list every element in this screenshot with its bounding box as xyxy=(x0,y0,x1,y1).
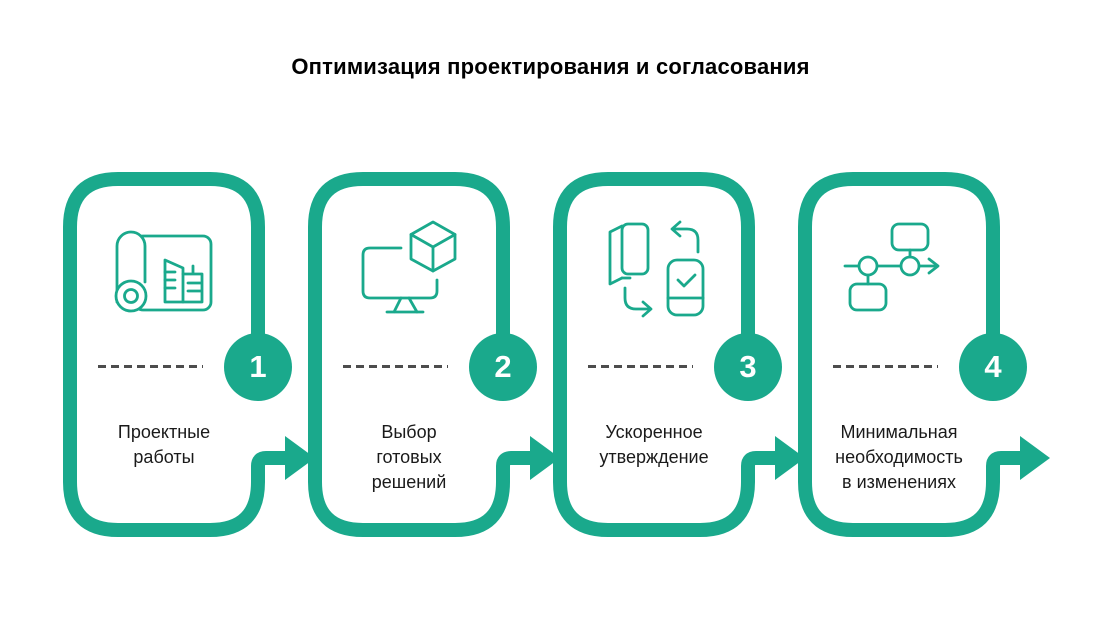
step-card-1: 1 Проектные работы xyxy=(63,172,315,562)
step-number-circle xyxy=(224,333,292,401)
step-label: Ускоренное утверждение xyxy=(599,422,709,467)
flowchart-icon xyxy=(843,222,940,312)
step-number-badge: 3 xyxy=(739,349,757,384)
step-label: Проектные работы xyxy=(117,422,211,467)
card-border-arrow xyxy=(63,172,315,537)
step-separator-dashes xyxy=(343,365,448,368)
document-sync-approval-icon xyxy=(608,220,705,318)
step-number-circle xyxy=(469,333,537,401)
step-separator-dashes xyxy=(98,365,203,368)
next-step-arrow-icon xyxy=(285,436,315,480)
card-border-arrow xyxy=(308,172,560,537)
step-separator-dashes xyxy=(588,365,693,368)
step-number-circle xyxy=(959,333,1027,401)
blueprint-roll-icon xyxy=(114,230,213,313)
step-separator-dashes xyxy=(833,365,938,368)
step-number-badge: 1 xyxy=(249,349,267,384)
page-title: Оптимизация проектирования и согласовани… xyxy=(291,54,810,79)
step-number-badge: 2 xyxy=(494,349,512,384)
monitor-cube-icon xyxy=(361,220,457,314)
step-card-3: 3 Ускоренное утверждение xyxy=(553,172,805,562)
step-number-circle xyxy=(714,333,782,401)
next-step-arrow-icon xyxy=(1020,436,1050,480)
card-border-arrow xyxy=(553,172,805,537)
step-number-badge: 4 xyxy=(984,349,1002,384)
step-label: Минимальная необходимость в изменениях xyxy=(835,422,963,492)
card-border-arrow xyxy=(798,172,1050,537)
step-label: Выбор готовых решений xyxy=(371,422,447,492)
step-card-2: 2 Выбор готовых решений xyxy=(308,172,560,562)
next-step-arrow-icon xyxy=(530,436,560,480)
next-step-arrow-icon xyxy=(775,436,805,480)
step-card-4: 4 Минимальная необходимость в изменениях xyxy=(798,172,1050,562)
